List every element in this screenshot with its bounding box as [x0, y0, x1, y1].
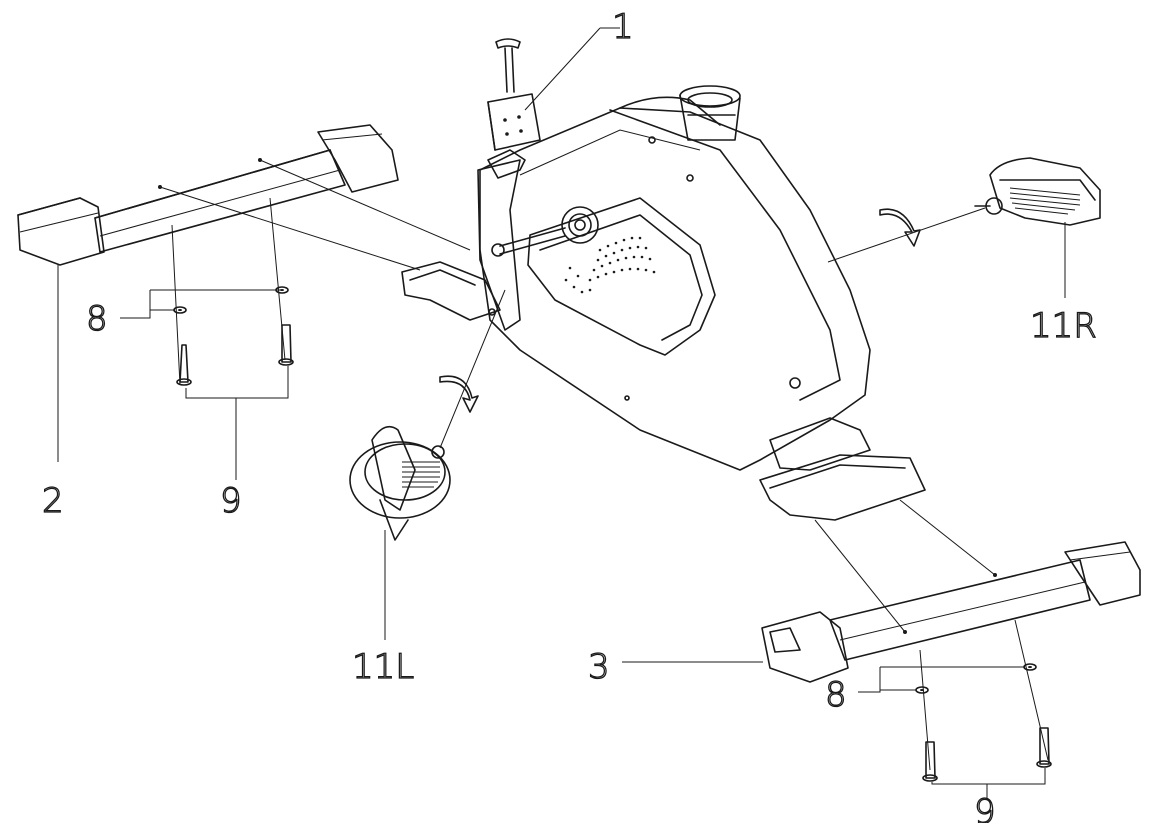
bolt-group-front	[176, 324, 294, 480]
right-pedal-tread	[1009, 187, 1081, 215]
label-part-2: 2	[42, 481, 64, 521]
assembly-lines	[57, 27, 1066, 771]
rear-stabilizer	[761, 541, 1141, 683]
left-pedal-tread	[402, 461, 440, 488]
label-part-8-front: 8	[86, 299, 108, 339]
label-part-9-front: 9	[220, 481, 242, 521]
rotation-arrow-icon	[439, 375, 479, 413]
front-stabilizer	[17, 124, 399, 266]
right-pedal	[974, 157, 1101, 226]
label-part-8-rear: 8	[825, 675, 847, 715]
washer-group-rear	[858, 663, 1037, 694]
bolt-group-rear	[922, 727, 1052, 798]
label-part-11r: 11R	[1030, 306, 1097, 346]
seat-post-knob	[487, 38, 541, 151]
speaker-grille	[564, 236, 656, 294]
label-part-9-rear: 9	[974, 792, 996, 823]
rotation-arrow-icon	[879, 208, 921, 247]
label-part-3: 3	[588, 647, 610, 687]
washer-group-front	[120, 286, 289, 319]
label-part-11l: 11L	[352, 647, 414, 687]
left-pedal	[349, 425, 451, 541]
label-part-1: 1	[612, 7, 634, 47]
main-frame	[401, 85, 926, 521]
